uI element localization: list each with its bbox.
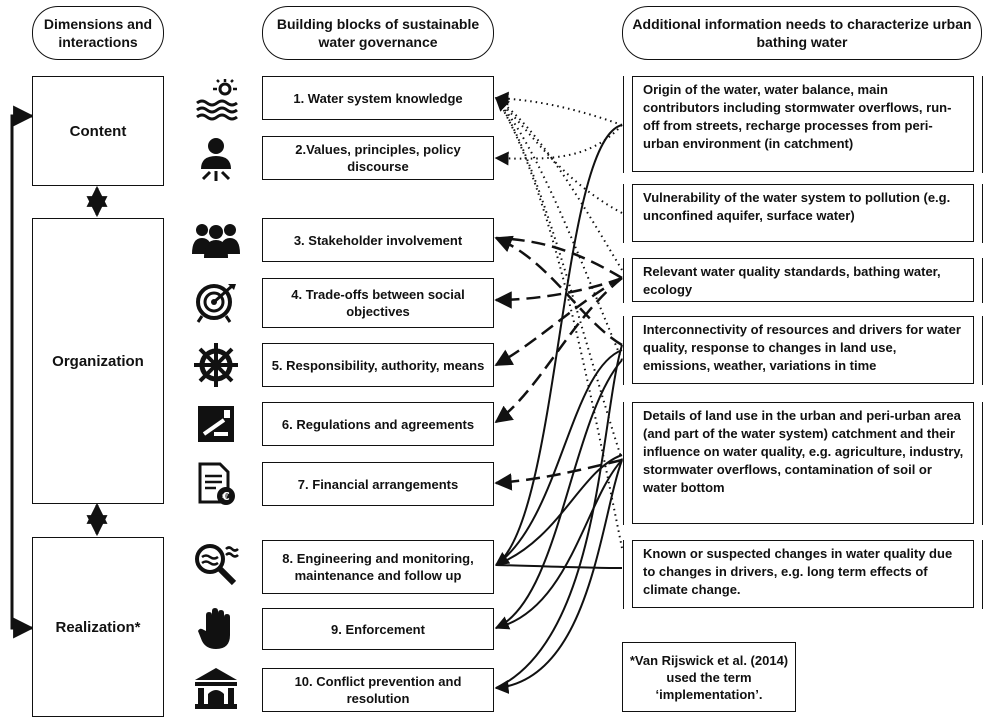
header-dimensions: Dimensions and interactions	[32, 6, 164, 60]
info-vulnerability: Vulnerability of the water system to pol…	[623, 183, 983, 243]
header-building-blocks: Building blocks of sustainable water gov…	[262, 6, 494, 60]
info-quality-standards: Relevant water quality standards, bathin…	[623, 257, 983, 303]
info-land-use: Details of land use in the urban and per…	[623, 401, 983, 525]
dashed-links	[494, 235, 623, 491]
block-stakeholder-involvement: 3. Stakeholder involvement	[262, 218, 494, 262]
block-trade-offs: 4. Trade-offs between social objectives	[262, 278, 494, 328]
block-water-system-knowledge: 1. Water system knowledge	[262, 76, 494, 120]
block-values-principles: 2.Values, principles, policy discourse	[262, 136, 494, 180]
info-origin-of-water: Origin of the water, water balance, main…	[623, 75, 983, 173]
footnote-box: *Van Rijswick et al. (2014) used the ter…	[622, 642, 796, 712]
ship-wheel-icon	[192, 343, 240, 387]
block-enforcement: 9. Enforcement	[262, 608, 494, 650]
water-sun-icon	[192, 78, 240, 122]
header-info-needs: Additional information needs to characte…	[622, 6, 982, 60]
magnifier-water-icon	[192, 542, 240, 586]
solid-links	[494, 124, 623, 694]
person-arrows-icon	[192, 138, 240, 182]
info-changes-in-quality: Known or suspected changes in water qual…	[623, 539, 983, 609]
block-regulations: 6. Regulations and agreements	[262, 402, 494, 446]
dimension-content: Content	[32, 76, 164, 186]
target-icon	[192, 280, 240, 324]
courthouse-icon	[192, 666, 240, 710]
dimension-realization: Realization*	[32, 537, 164, 717]
block-financial: 7. Financial arrangements	[262, 462, 494, 506]
block-responsibility: 5. Responsibility, authority, means	[262, 343, 494, 387]
content-realization-loop	[10, 105, 35, 639]
info-interconnectivity: Interconnectivity of resources and drive…	[623, 315, 983, 385]
gavel-document-icon	[192, 402, 240, 446]
svg-text:€: €	[221, 490, 230, 503]
block-engineering-monitoring: 8. Engineering and monitoring, maintenan…	[262, 540, 494, 594]
dimension-organization: Organization	[32, 218, 164, 504]
hand-stop-icon	[192, 607, 240, 651]
euro-document-icon: €	[192, 462, 240, 506]
block-conflict-prevention: 10. Conflict prevention and resolution	[262, 668, 494, 712]
group-people-icon	[192, 218, 240, 262]
